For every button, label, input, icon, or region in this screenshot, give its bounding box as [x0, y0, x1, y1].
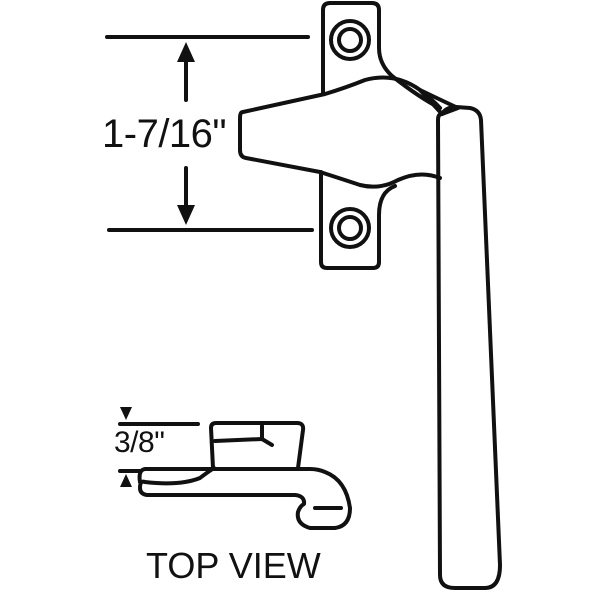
screw-hole-top — [329, 19, 371, 61]
screw-hole-bottom — [329, 207, 371, 249]
cam-body — [238, 75, 442, 189]
handle-lever — [436, 105, 502, 590]
base-plate-top — [321, 1, 442, 110]
dim-arrow-vertical — [177, 42, 195, 225]
top-view-height-dimension: 3/8" — [114, 426, 165, 459]
top-view-drawing — [118, 407, 352, 530]
top-view-label: TOP VIEW — [146, 545, 321, 586]
hole-spacing-dimension: 1-7/16" — [102, 112, 227, 156]
base-plate-bottom — [319, 170, 397, 270]
